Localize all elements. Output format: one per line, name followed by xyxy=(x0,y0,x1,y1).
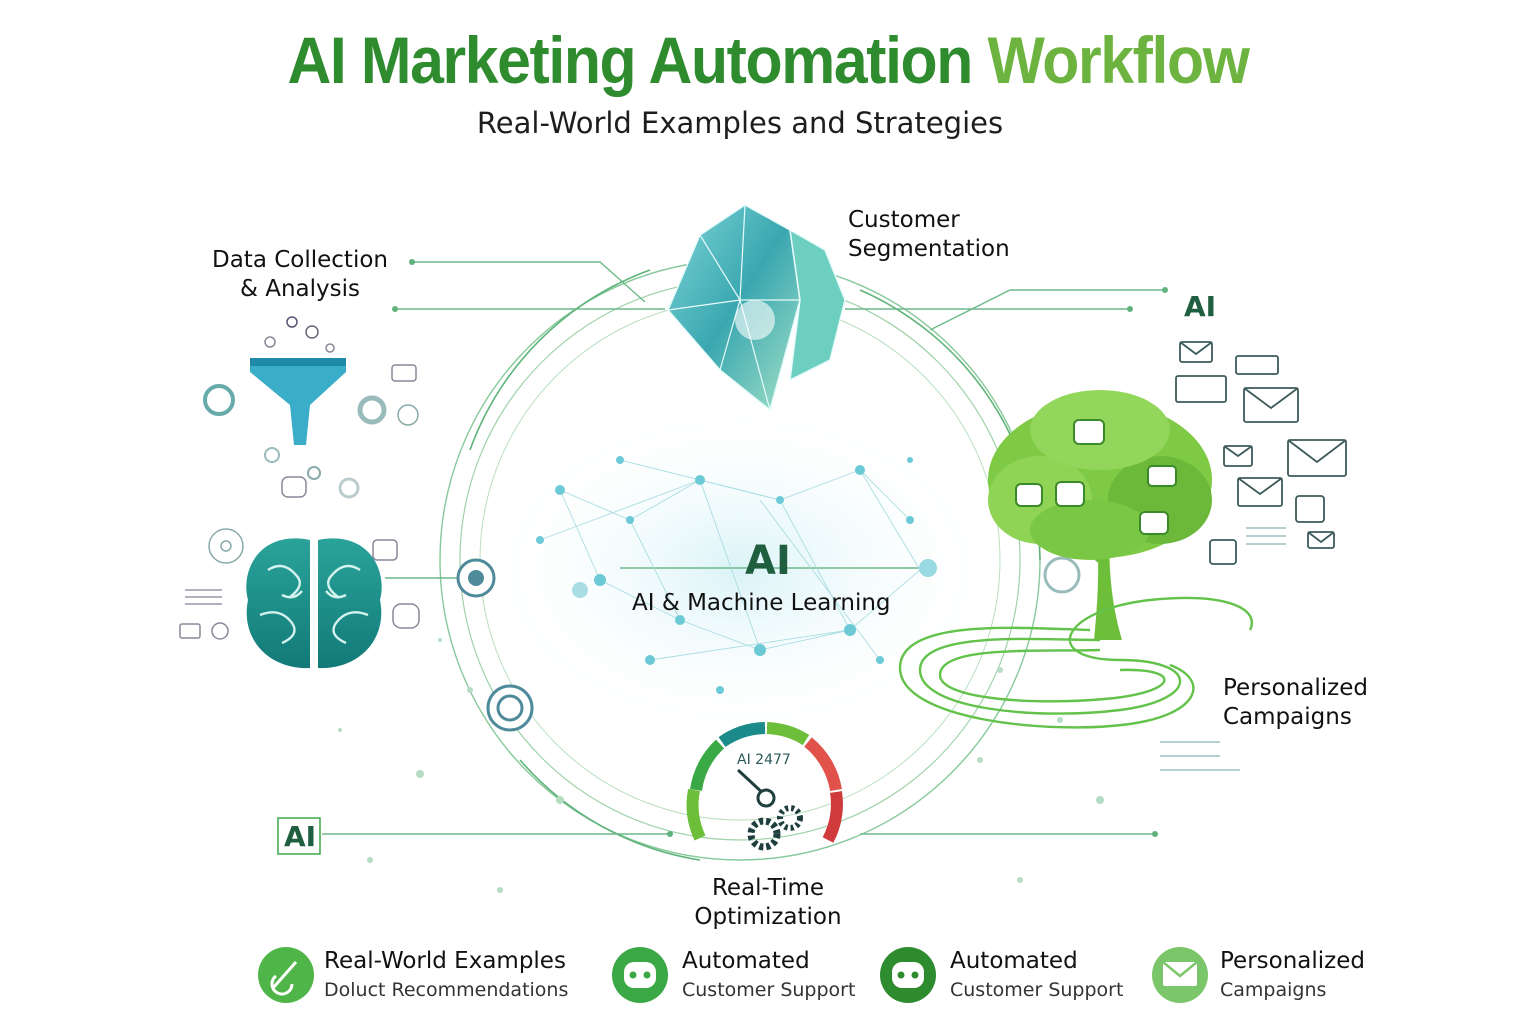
scatter-dots xyxy=(338,638,1104,893)
label-customer-segmentation: Customer Segmentation xyxy=(848,206,1010,264)
bottom-item-automated-support-1: Automated Customer Support xyxy=(612,944,872,1008)
label-line: Customer xyxy=(848,207,960,233)
bottom-item-subtitle: Customer Support xyxy=(950,979,1124,1001)
envelope-icon xyxy=(1152,946,1208,1002)
ai-tag-box xyxy=(277,817,321,855)
label-line: Data Collection xyxy=(212,247,388,273)
bottom-item-subtitle: Doluct Recommendations xyxy=(324,979,569,1001)
bottom-item-subtitle: Campaigns xyxy=(1220,979,1327,1001)
center-glow xyxy=(480,400,1000,740)
title-accent: Workflow xyxy=(987,23,1249,97)
campaign-swirl xyxy=(898,596,1253,729)
page-subtitle: Real-World Examples and Strategies xyxy=(476,106,1004,140)
bottom-icons xyxy=(258,947,1208,1003)
connector-lines xyxy=(322,261,1165,835)
label-personalized-campaigns: Personalized Campaigns xyxy=(1223,674,1368,732)
page-title: AI Marketing Automation Workflow xyxy=(61,22,1474,98)
crystal-icon xyxy=(667,204,846,412)
robot-icon xyxy=(612,946,668,1002)
bottom-item-real-world-examples: Real-World Examples Doluct Recommendatio… xyxy=(258,944,588,1008)
ai-tag-top-right: AI xyxy=(1184,290,1217,323)
bottom-item-title: Automated xyxy=(950,948,1078,974)
label-line: Real-Time xyxy=(711,875,825,901)
label-line: Segmentation xyxy=(848,236,1010,262)
bottom-item-title: Automated xyxy=(682,948,810,974)
label-real-time-optimization: Real-Time Optimization xyxy=(690,874,846,932)
bottom-item-title: Personalized xyxy=(1220,948,1365,974)
orbit-badges xyxy=(456,556,1081,732)
bottom-item-automated-support-2: Automated Customer Support xyxy=(880,944,1140,1008)
label-data-collection: Data Collection & Analysis xyxy=(208,246,392,304)
funnel-icon xyxy=(203,316,419,499)
gauge-icon xyxy=(686,722,843,851)
envelope-icons xyxy=(1175,341,1347,565)
center-ai-label: AI xyxy=(745,538,791,584)
bottom-item-subtitle: Customer Support xyxy=(682,979,856,1001)
bottom-item-personalized-campaigns: Personalized Campaigns xyxy=(1152,944,1392,1008)
tree-icon xyxy=(988,390,1212,640)
robot-icon xyxy=(880,946,936,1002)
label-line: Personalized xyxy=(1223,675,1368,701)
neural-nodes xyxy=(536,456,937,694)
label-line: Campaigns xyxy=(1223,704,1352,730)
label-line: Optimization xyxy=(694,904,842,930)
brain-icon xyxy=(179,528,420,669)
connector-dots xyxy=(392,259,1168,837)
gauge-label: AI 2477 xyxy=(737,752,791,768)
bottom-item-title: Real-World Examples xyxy=(324,948,566,974)
side-data-lines xyxy=(1160,527,1286,771)
label-line: & Analysis xyxy=(239,276,360,302)
center-subtitle: AI & Machine Learning xyxy=(632,590,891,616)
ai-tag-bottom-left: AI xyxy=(284,820,317,853)
title-primary: AI Marketing Automation xyxy=(287,23,973,97)
pencil-check-icon xyxy=(258,946,314,1002)
